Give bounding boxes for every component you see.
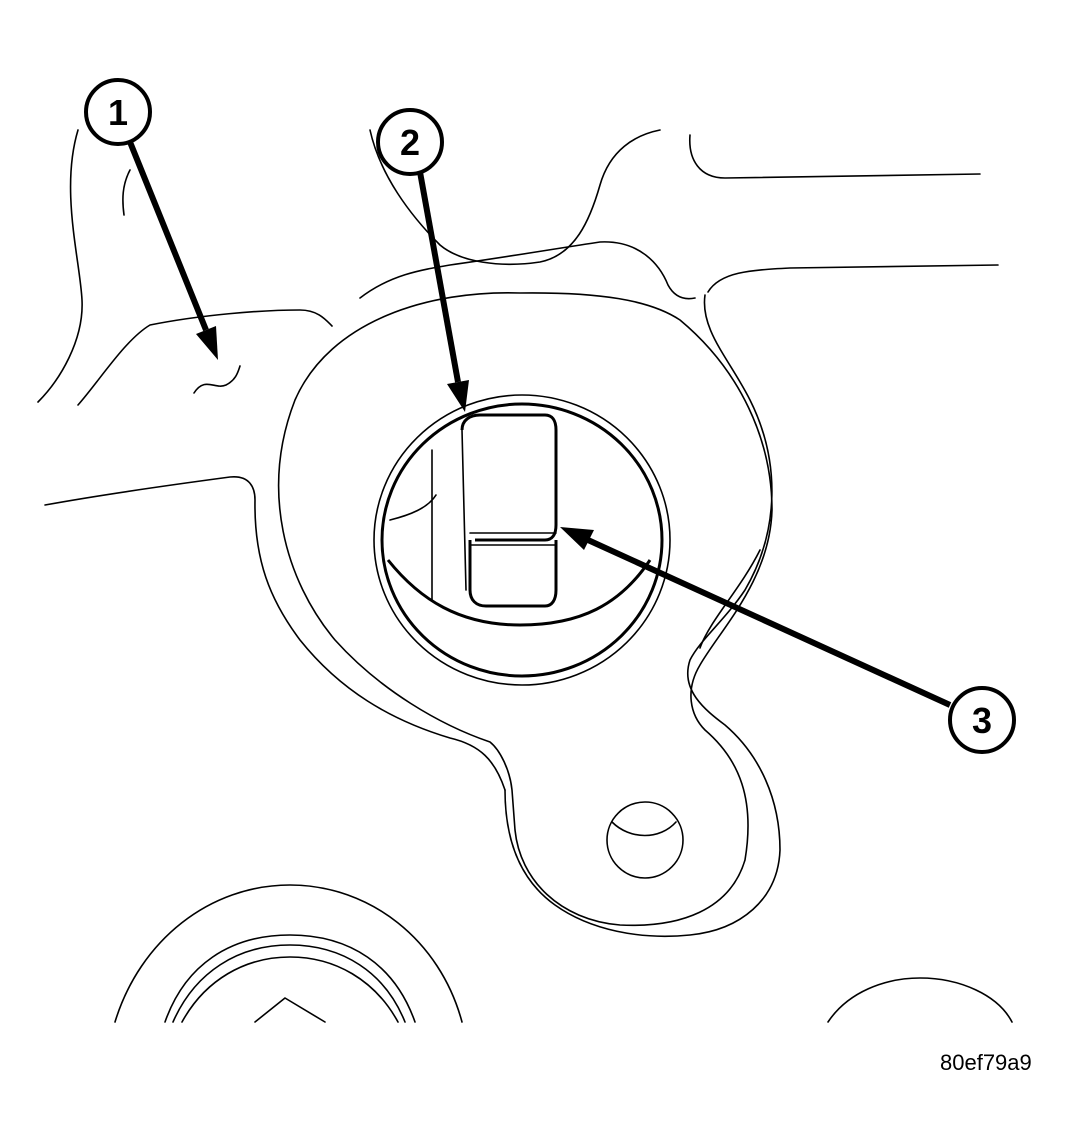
callout-1-label: 1 [108, 92, 128, 133]
left-housing-outline [37, 129, 506, 791]
arrow-1 [127, 140, 218, 360]
callout-2-label: 2 [400, 122, 420, 163]
arrow-2 [417, 171, 469, 412]
arrow-3 [560, 527, 952, 708]
key-tab [460, 413, 558, 608]
bolt-head [114, 884, 463, 1023]
fastener-hole [606, 801, 684, 879]
callout-3: 3 [948, 686, 1016, 754]
lower-right-component [827, 977, 1013, 1023]
boss-flange [277, 292, 773, 927]
callout-3-label: 3 [972, 700, 992, 741]
callout-2: 2 [376, 108, 444, 176]
right-housing-outline [359, 129, 999, 938]
callout-1: 1 [84, 78, 152, 146]
image-code: 80ef79a9 [940, 1050, 1032, 1075]
opening [373, 394, 671, 686]
